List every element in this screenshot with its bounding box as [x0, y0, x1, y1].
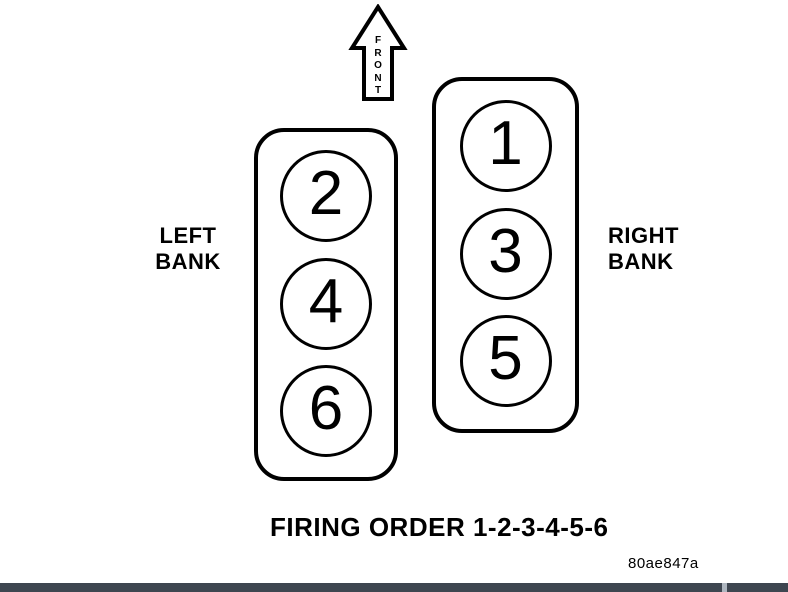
left-bank-label-line1: LEFT: [159, 223, 217, 248]
front-letter: R: [374, 47, 382, 59]
front-letter: O: [374, 60, 382, 72]
right-bank-label: RIGHT BANK: [608, 223, 679, 275]
window-edge-divider: [722, 583, 727, 592]
front-letter: N: [374, 72, 382, 84]
cylinder-6: 6: [280, 365, 372, 457]
cylinder-2: 2: [280, 150, 372, 242]
cylinder-3: 3: [459, 208, 552, 300]
left-bank-label-line2: BANK: [155, 249, 221, 274]
cylinder-1: 1: [459, 100, 552, 192]
cylinder-5: 5: [459, 315, 552, 407]
firing-order-caption: FIRING ORDER 1-2-3-4-5-6: [270, 512, 609, 542]
left-bank-outline: 2 4 6: [254, 128, 398, 481]
right-bank-label-line1: RIGHT: [608, 223, 679, 248]
cylinder-4: 4: [280, 258, 372, 350]
right-bank-label-line2: BANK: [608, 249, 674, 274]
front-letter: T: [374, 85, 382, 97]
front-label: F R O N T: [348, 35, 408, 98]
front-direction-arrow: F R O N T: [348, 4, 408, 102]
window-bottom-edge: [0, 583, 788, 592]
right-bank-outline: 1 3 5: [432, 77, 579, 433]
left-bank-label: LEFT BANK: [140, 223, 236, 275]
up-arrow-icon: [348, 4, 408, 101]
front-letter: F: [374, 35, 382, 46]
figure-code: 80ae847a: [628, 555, 699, 572]
